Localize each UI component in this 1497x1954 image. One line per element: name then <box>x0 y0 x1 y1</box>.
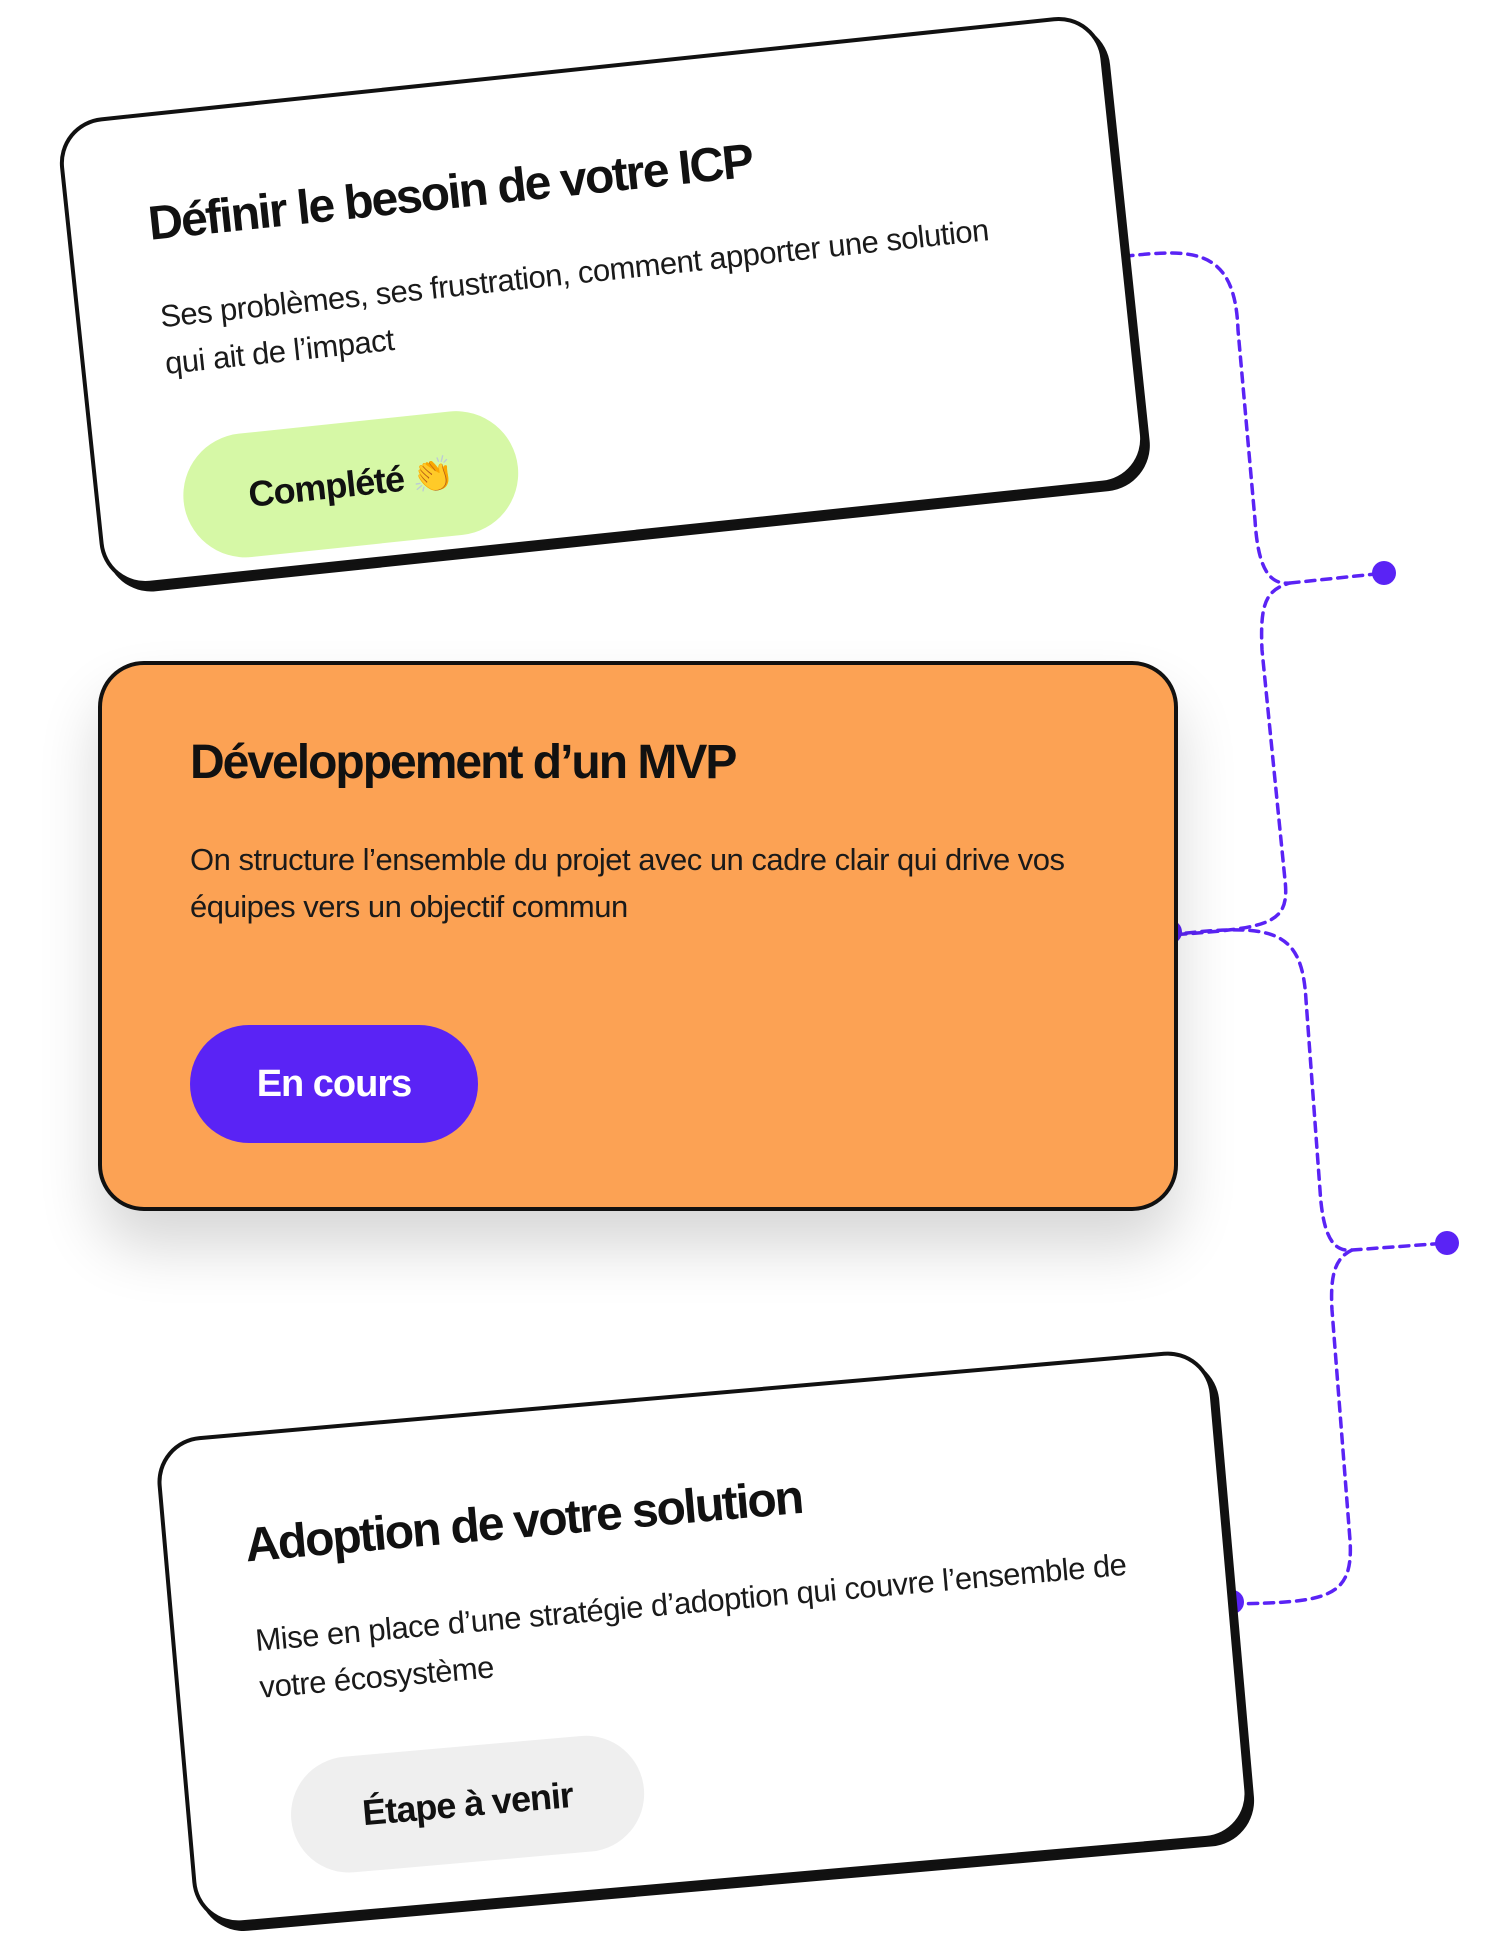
clapping-hands-icon: 👏 <box>409 454 455 497</box>
step-card-adoption[interactable]: Adoption de votre solution Mise en place… <box>153 1347 1253 1929</box>
step-description: Mise en place d’une stratégie d’adoption… <box>253 1546 1128 1705</box>
step-card-define-need[interactable]: Définir le besoin de votre ICP Ses probl… <box>55 12 1149 590</box>
status-label: Complété <box>246 457 406 515</box>
node-branch-lower <box>1435 1231 1459 1255</box>
step-title: Développement d’un MVP <box>190 736 737 789</box>
brace-lower-arm <box>1350 1241 1449 1252</box>
status-label: En cours <box>256 1062 413 1105</box>
step-card-mvp[interactable]: Développement d’un MVP On structure l’en… <box>98 661 1178 1211</box>
node-branch-upper <box>1372 561 1396 585</box>
step-description: On structure l’ensemble du projet avec u… <box>190 842 1065 924</box>
status-badge-in-progress: En cours <box>190 1025 478 1143</box>
status-label: Étape à venir <box>360 1774 575 1834</box>
status-badge-upcoming: Étape à venir <box>286 1730 649 1878</box>
status-badge-completed: Complété 👏 <box>177 405 525 564</box>
step-title: Définir le besoin de votre ICP <box>145 134 755 251</box>
brace-upper-arm <box>1288 571 1387 585</box>
step-title: Adoption de votre solution <box>242 1470 805 1573</box>
